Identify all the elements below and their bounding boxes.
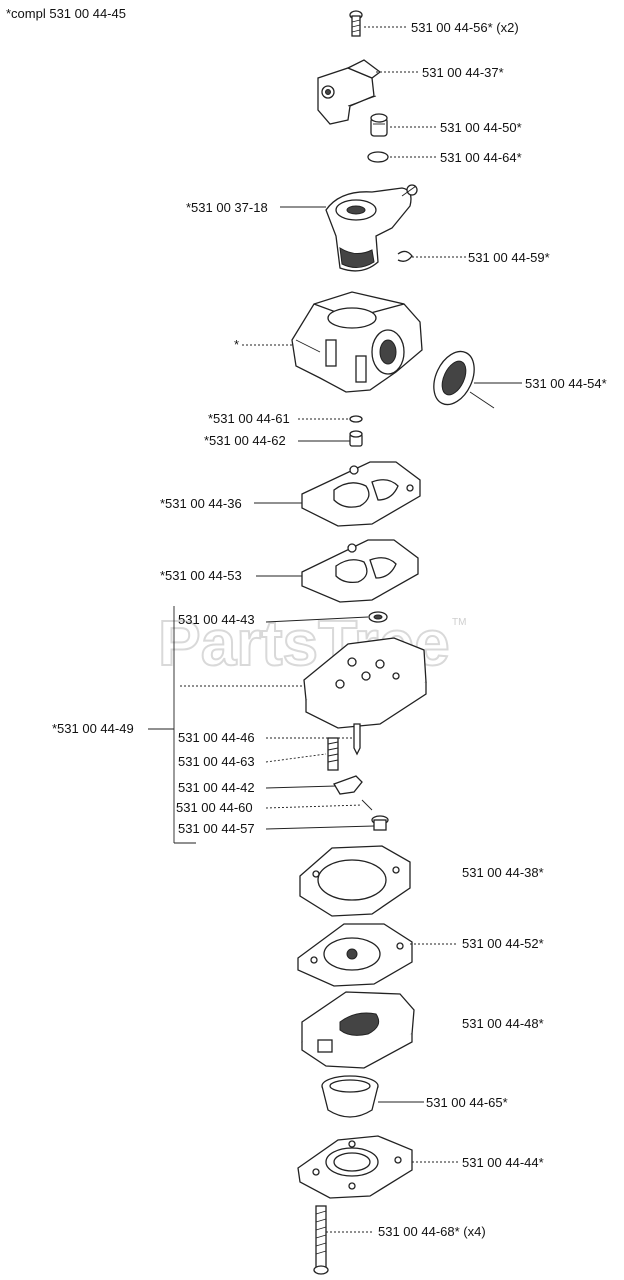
part-label-bulb-cover[interactable]: 531 00 44-44* [462, 1155, 544, 1170]
part-label-clip[interactable]: 531 00 44-59* [468, 250, 550, 265]
screw-part[interactable] [349, 10, 363, 37]
part-label-diaphragm[interactable]: 531 00 44-52* [462, 936, 544, 951]
part-label-gasket-lower[interactable]: *531 00 44-53 [160, 568, 242, 583]
lever-part[interactable] [333, 775, 363, 795]
part-label-needle[interactable]: 531 00 44-46 [178, 730, 255, 745]
primer-bulb-part[interactable] [321, 1075, 379, 1118]
part-label-cover[interactable]: 531 00 44-48* [462, 1016, 544, 1031]
part-label-seal-ring[interactable]: 531 00 44-54* [525, 376, 607, 391]
spring-part[interactable] [327, 737, 339, 771]
cover-part[interactable] [301, 991, 415, 1069]
gasket-lower-part[interactable] [301, 539, 419, 603]
kit-label[interactable]: *531 00 44-49 [52, 721, 134, 736]
part-label-throttle-barrel[interactable]: *531 00 37-18 [186, 200, 268, 215]
part-label-pin[interactable]: 531 00 44-60 [176, 800, 253, 815]
small-o-ring-part[interactable] [349, 415, 363, 423]
leader-lines [180, 26, 522, 1233]
part-label-lever-screw[interactable]: 531 00 44-57 [178, 821, 255, 836]
part-label-throttle-bracket[interactable]: 531 00 44-37* [422, 65, 504, 80]
diaphragm-part[interactable] [297, 923, 413, 987]
part-label-carburetor-body[interactable]: * [234, 337, 239, 352]
part-label-metering-screen[interactable]: 531 00 44-43 [178, 612, 255, 627]
watermark-tm: TM [452, 617, 466, 628]
needle-part[interactable] [353, 723, 361, 756]
part-label-small-o-ring[interactable]: *531 00 44-61 [208, 411, 290, 426]
metering-plate-part[interactable] [303, 637, 427, 729]
part-label-o-ring[interactable]: 531 00 44-64* [440, 150, 522, 165]
part-label-lever[interactable]: 531 00 44-42 [178, 780, 255, 795]
plug-part[interactable] [349, 430, 363, 447]
assembly-title: *compl 531 00 44-45 [6, 6, 126, 21]
part-label-gasket-upper[interactable]: *531 00 44-36 [160, 496, 242, 511]
part-label-gasket[interactable]: 531 00 44-38* [462, 865, 544, 880]
part-label-spring[interactable]: 531 00 44-63 [178, 754, 255, 769]
seal-ring-part[interactable] [426, 345, 495, 411]
part-label-plug[interactable]: *531 00 44-62 [204, 433, 286, 448]
cover-screw-part[interactable] [313, 1205, 329, 1275]
o-ring-part[interactable] [367, 151, 389, 163]
lever-screw-part[interactable] [371, 815, 389, 831]
throttle-bracket-part[interactable] [317, 59, 382, 125]
clip-part[interactable] [397, 250, 413, 262]
bulb-cover-part[interactable] [297, 1135, 413, 1199]
gasket-part[interactable] [299, 845, 411, 917]
gasket-upper-part[interactable] [301, 461, 421, 527]
part-label-primer-bulb[interactable]: 531 00 44-65* [426, 1095, 508, 1110]
adjust-screw-part[interactable] [370, 113, 388, 137]
throttle-barrel-part[interactable] [325, 184, 418, 272]
part-label-cover-screw[interactable]: 531 00 44-68* (x4) [378, 1224, 486, 1239]
kit-bracket [148, 606, 196, 844]
carburetor-body-part[interactable] [291, 291, 423, 393]
pin-part[interactable] [361, 799, 373, 811]
part-label-adjust-screw[interactable]: 531 00 44-50* [440, 120, 522, 135]
part-label-screw[interactable]: 531 00 44-56* (x2) [411, 20, 519, 35]
